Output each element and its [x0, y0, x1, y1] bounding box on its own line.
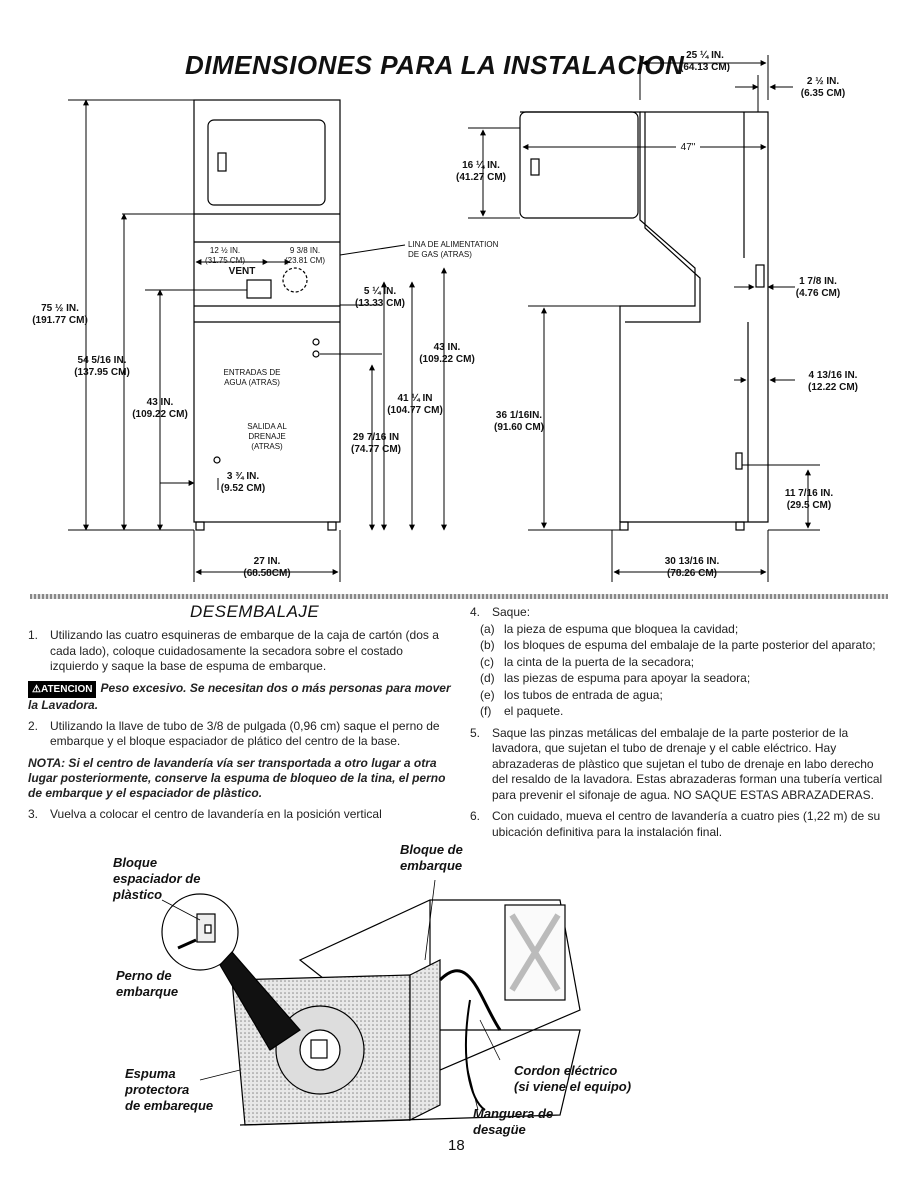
note: NOTA: Si el centro de lavandería vía ser… [28, 755, 446, 800]
label-manguera: Manguera de desagüe [473, 1106, 554, 1137]
dim-11-label: 11 7/16 IN.(29.5 CM) [784, 488, 834, 511]
step-2: 2.Utilizando la llave de tubo de 3/8 de … [28, 718, 440, 749]
step-1: 1.Utilizando las cuatro esquineras de em… [28, 628, 439, 673]
dim-43-right-label: 43 IN.(109.22 CM) [419, 342, 475, 365]
vent-label: VENT [228, 266, 256, 277]
dim-12-label: 12 ½ IN.(31.75 CM) [204, 246, 245, 265]
dim-1-7-8-label: 1 7/8 IN.(4.76 CM) [795, 276, 841, 299]
dim-54-label: 54 5/16 IN.(137.95 CM) [74, 355, 130, 378]
unpacking-left-column: 1.Utilizando las cuatro esquineras de em… [28, 628, 453, 828]
dim-16-label: 16 ¼ IN.(41.27 CM) [455, 160, 506, 183]
unpacking-right-column: 4.Saque: (a)la pieza de espuma que bloqu… [470, 605, 890, 846]
dryer-door [207, 119, 326, 206]
step-6: 6.Con cuidado, mueva el centro de lavand… [470, 809, 881, 839]
section-divider [30, 594, 888, 599]
dim-30-label: 30 13/16 IN.(78.26 CM) [664, 556, 720, 579]
step-3: 3.Vuelva a colocar el centro de lavander… [28, 806, 382, 821]
dim-27-label: 27 IN.(68.58CM) [243, 556, 291, 579]
step-4: 4.Saque: [470, 605, 531, 619]
dim-75-label: 75 ½ IN.(191.77 CM) [32, 303, 88, 326]
page-title: DIMENSIONES PARA LA INSTALACION [185, 50, 685, 80]
dim-5-label: 5 ¼ IN.(13.33 CM) [354, 286, 405, 309]
front-view-outline [193, 99, 341, 523]
step-4-a: (a)la pieza de espuma que bloquea la cav… [480, 621, 739, 636]
dim-41-label: 41 ¼ IN(104.77 CM) [387, 393, 443, 416]
dim-36-label: 36 1/16IN.(91.60 CM) [493, 410, 544, 433]
unpacking-title: DESEMBALAJE [190, 602, 320, 621]
step-4-b: (b)los bloques de espuma del embalaje de… [480, 638, 876, 652]
dim-2-label: 2 ½ IN.(6.35 CM) [800, 76, 846, 99]
dim-4-label: 4 13/16 IN.(12.22 CM) [807, 370, 858, 393]
step-4-d: (d)las piezas de espuma para apoyar la s… [480, 671, 751, 685]
label-espuma: Espuma protectora de embareque [125, 1066, 214, 1113]
installation-dimension-drawing [68, 55, 820, 582]
label-bloque-embarque: Bloque de embarque [400, 842, 463, 873]
dim-3-label: 3 ¾ IN.(9.52 CM) [220, 471, 266, 494]
dim-43-left-label: 43 IN.(109.22 CM) [132, 397, 188, 420]
page-number: 18 [448, 1137, 465, 1154]
label-bloque-espaciador: Bloque espaciador de plàstico [113, 855, 201, 902]
label-cordon: Cordon eléctrico (si viene el equipo) [514, 1063, 632, 1094]
warning-badge: ⚠ATENCION [28, 680, 97, 698]
dim-47-label: 47" [676, 142, 700, 154]
step-4-f: (f)el paquete. [480, 704, 564, 718]
step-4-e: (e)los tubos de entrada de agua; [480, 687, 663, 702]
step-5: 5.Saque las pinzas metálicas del embalaj… [470, 725, 883, 802]
dim-9-label: 9 3/8 IN.(23.81 CM) [284, 246, 325, 265]
dim-29-label: 29 7/16 IN(74.77 CM) [350, 432, 401, 455]
step-4-c: (c)la cinta de la puerta de la secadora; [480, 654, 695, 669]
label-perno: Perno de embarque [116, 968, 179, 999]
dim-25-label: 25 ¼ IN.(64.13 CM) [679, 50, 730, 73]
